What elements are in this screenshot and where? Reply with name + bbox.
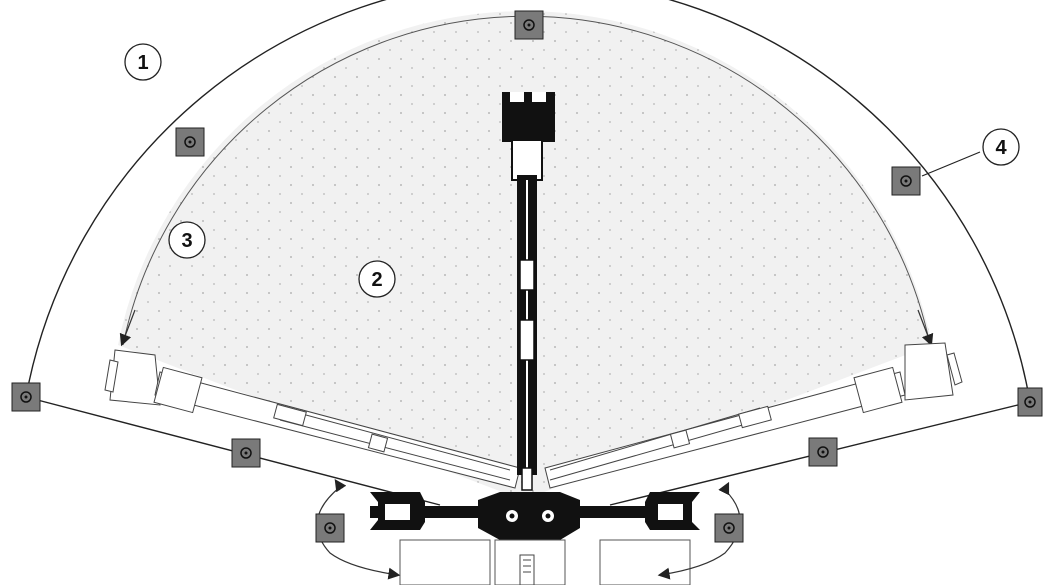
callout-3-label: 3 [181, 230, 192, 252]
machine-base [370, 492, 700, 585]
boom-arm-center [502, 92, 555, 491]
callout-1: 1 [124, 43, 162, 81]
callout-4: 4 [921, 128, 1020, 177]
barrier-marker-icon [1017, 387, 1043, 417]
boom-arm-left [104, 349, 521, 489]
barrier-marker-icon [808, 437, 838, 467]
outer-barrier-arc [25, 0, 1031, 403]
rotation-arrow-icon [718, 481, 730, 496]
barrier-marker-icon [175, 127, 205, 157]
barrier-marker-icon [315, 513, 345, 543]
rotation-arrow-icon [657, 489, 741, 580]
barrier-marker-icon [514, 10, 544, 40]
callout-4-label: 4 [995, 137, 1007, 159]
callout-2-label: 2 [371, 269, 382, 291]
barrier-marker-icon [11, 382, 41, 412]
rotation-arrow-icon [334, 479, 347, 493]
callout-1-label: 1 [137, 52, 148, 74]
barrier-marker-icon [891, 166, 921, 196]
barrier-marker-icon [231, 438, 261, 468]
callout-3: 3 [168, 221, 206, 259]
inner-arc-arrow-right [917, 309, 934, 347]
inner-arc-arrow-left [119, 309, 136, 347]
rotation-arrow-icon [316, 486, 401, 580]
boom-arm-right [544, 342, 963, 489]
callout-2: 2 [358, 260, 396, 298]
barrier-marker-icon [714, 513, 744, 543]
